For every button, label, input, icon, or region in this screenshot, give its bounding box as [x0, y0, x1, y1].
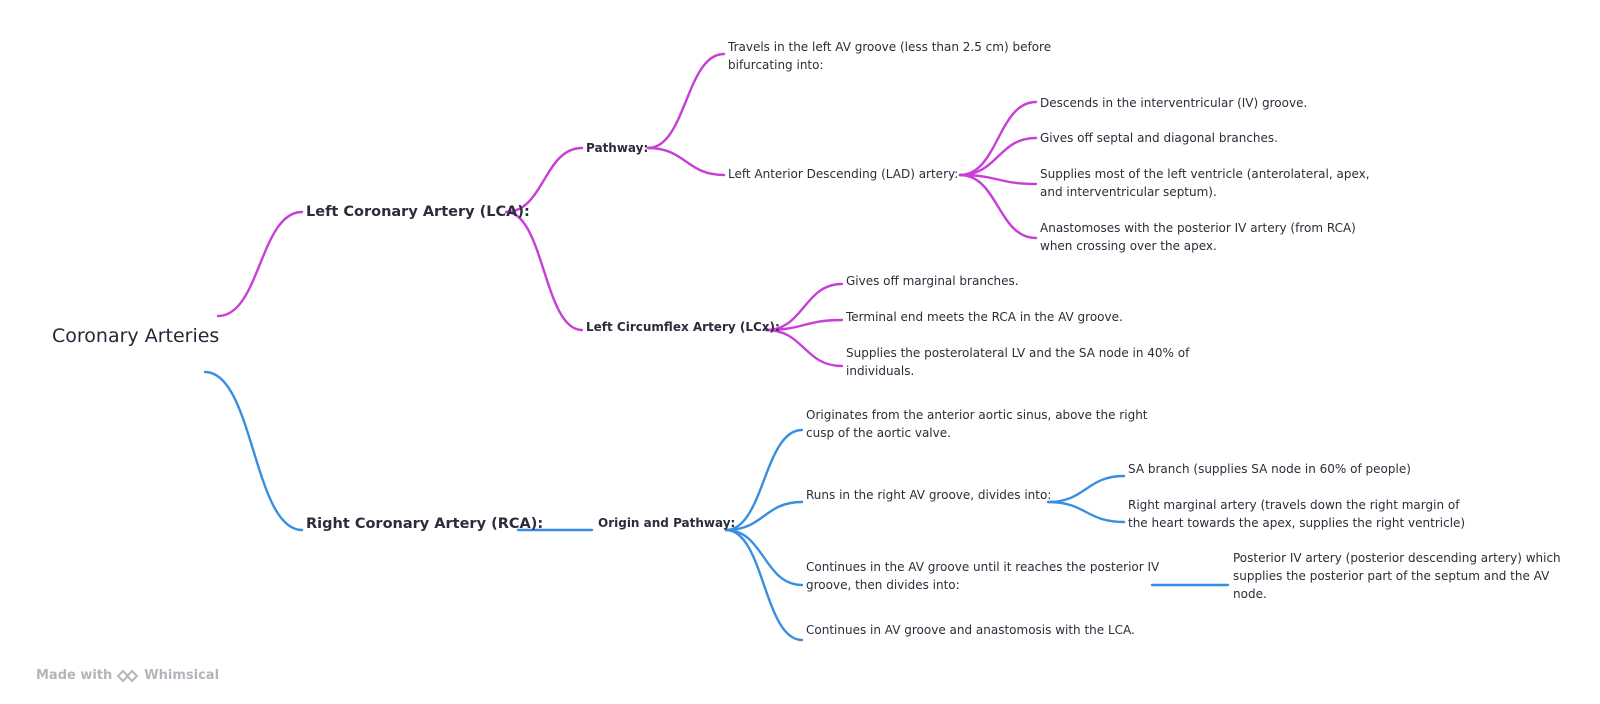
root-node[interactable]: Coronary Arteries: [52, 325, 220, 347]
lcx-item-supplies-line-1: Supplies the posterolateral LV and the S…: [846, 346, 1190, 360]
connector-root-rca: [203, 370, 304, 532]
lca-travels-line-1: Travels in the left AV groove (less than…: [728, 40, 1052, 54]
rca-item-continues-groove-line-1: Continues in the AV groove until it reac…: [806, 560, 1160, 574]
watermark-brand: Whimsical: [144, 668, 220, 683]
connector-lca-lcx: [504, 210, 584, 332]
lcx-item-marginal-line-1: Gives off marginal branches.: [846, 274, 1019, 288]
lcx-item-marginal[interactable]: Gives off marginal branches.: [846, 272, 1019, 290]
connector-lcx-marginal: [764, 282, 844, 332]
connector-pathway-lad: [646, 146, 726, 177]
connector-origin-originates: [724, 428, 804, 532]
rca-posterior-iv-line-3: node.: [1233, 587, 1267, 601]
watermark-made-with: Made with: [36, 668, 113, 683]
lca-pathway-node[interactable]: Pathway:: [586, 141, 649, 155]
lcx-item-supplies-line-2: individuals.: [846, 364, 915, 378]
rca-item-continues-anastomosis-line-1: Continues in AV groove and anastomosis w…: [806, 623, 1135, 637]
lca-travels-line-2: bifurcating into:: [728, 58, 824, 72]
connector-origin-runs: [724, 500, 804, 532]
connector-lcx-terminal: [764, 318, 844, 332]
connector-lca-pathway: [504, 146, 584, 214]
rca-item-runs-line-1: Runs in the right AV groove, divides int…: [806, 488, 1052, 502]
lad-item-anastomoses[interactable]: Anastomoses with the posterior IV artery…: [1040, 219, 1356, 255]
lad-item-anastomoses-line-1: Anastomoses with the posterior IV artery…: [1040, 221, 1356, 235]
lcx-item-supplies[interactable]: Supplies the posterolateral LV and the S…: [846, 344, 1189, 380]
connector-origin-continues-groove: [724, 528, 804, 587]
connector-runs-marginal: [1046, 500, 1126, 524]
rca-runs-child-marginal-line-1: Right marginal artery (travels down the …: [1128, 498, 1460, 512]
connector-lad-supplies: [958, 173, 1038, 186]
lcx-item-terminal-line-1: Terminal end meets the RCA in the AV gro…: [846, 310, 1123, 324]
lad-item-supplies-line-1: Supplies most of the left ventricle (ant…: [1040, 167, 1370, 181]
lad-node[interactable]: Left Anterior Descending (LAD) artery:: [728, 167, 959, 181]
rca-posterior-iv-line-2: supplies the posterior part of the septu…: [1233, 569, 1550, 583]
rca-item-originates-line-1: Originates from the anterior aortic sinu…: [806, 408, 1148, 422]
connector-runs-sa: [1046, 474, 1126, 504]
rca-node[interactable]: Right Coronary Artery (RCA):: [306, 516, 544, 532]
lca-node[interactable]: Left Coronary Artery (LCA):: [306, 204, 530, 220]
connector-root-lca: [216, 210, 304, 318]
rca-origin-node[interactable]: Origin and Pathway:: [598, 516, 736, 530]
rca-item-originates-line-2: cusp of the aortic valve.: [806, 426, 951, 440]
connector-lad-descends: [958, 100, 1038, 177]
lad-item-supplies-line-2: and interventricular septum).: [1040, 185, 1217, 199]
rca-runs-child-marginal-line-2: the heart towards the apex, supplies the…: [1128, 516, 1466, 530]
rca-posterior-iv-node[interactable]: Posterior IV artery (posterior descendin…: [1233, 549, 1561, 603]
lcx-item-terminal[interactable]: Terminal end meets the RCA in the AV gro…: [846, 308, 1123, 326]
lad-item-septal-line-1: Gives off septal and diagonal branches.: [1040, 131, 1278, 145]
lca-travels-node[interactable]: Travels in the left AV groove (less than…: [728, 38, 1051, 74]
connector-lad-anastomoses: [958, 173, 1038, 240]
rca-runs-child-marginal[interactable]: Right marginal artery (travels down the …: [1128, 496, 1465, 532]
rca-runs-child-sa-line-1: SA branch (supplies SA node in 60% of pe…: [1128, 462, 1411, 476]
rca-item-runs[interactable]: Runs in the right AV groove, divides int…: [806, 486, 1051, 504]
lad-item-supplies[interactable]: Supplies most of the left ventricle (ant…: [1040, 165, 1370, 201]
whimsical-logo-icon: [116, 669, 139, 682]
connector-origin-continues-anastomosis: [724, 528, 804, 642]
connector-lad-septal: [958, 136, 1038, 177]
rca-item-continues-groove-line-2: groove, then divides into:: [806, 578, 960, 592]
lad-item-septal[interactable]: Gives off septal and diagonal branches.: [1040, 129, 1278, 147]
lad-item-descends-line-1: Descends in the interventricular (IV) gr…: [1040, 96, 1308, 110]
rca-runs-child-sa[interactable]: SA branch (supplies SA node in 60% of pe…: [1128, 460, 1411, 478]
rca-item-continues-anastomosis[interactable]: Continues in AV groove and anastomosis w…: [806, 621, 1135, 639]
rca-posterior-iv-line-1: Posterior IV artery (posterior descendin…: [1233, 551, 1561, 565]
rca-item-continues-groove[interactable]: Continues in the AV groove until it reac…: [806, 558, 1159, 594]
lad-item-descends[interactable]: Descends in the interventricular (IV) gr…: [1040, 94, 1307, 112]
lad-item-anastomoses-line-2: when crossing over the apex.: [1040, 239, 1217, 253]
lcx-node[interactable]: Left Circumflex Artery (LCx):: [586, 320, 780, 334]
rca-item-originates[interactable]: Originates from the anterior aortic sinu…: [806, 406, 1148, 442]
watermark[interactable]: Made with Whimsical: [36, 668, 219, 683]
connector-lcx-supplies: [764, 328, 844, 368]
connector-pathway-travels: [646, 52, 726, 150]
